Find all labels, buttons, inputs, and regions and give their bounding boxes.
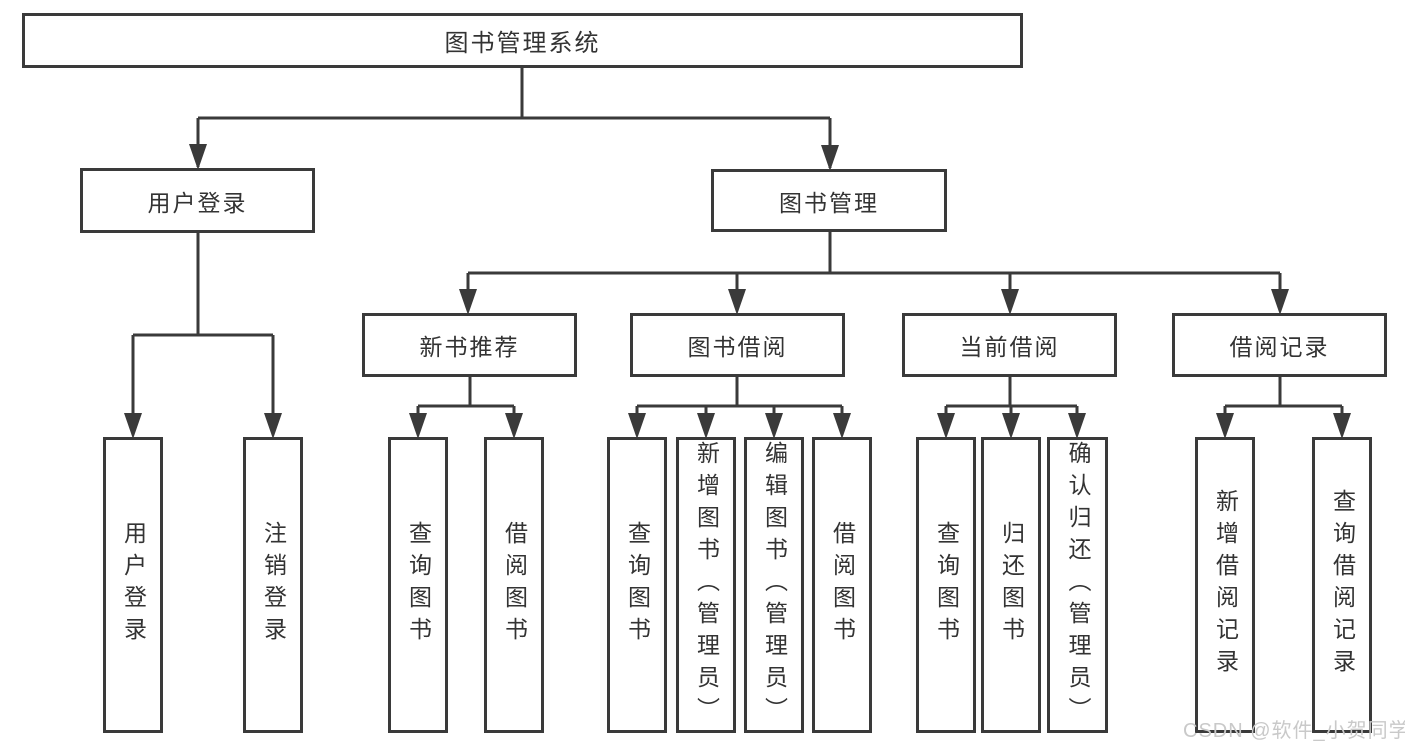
node-user-login-branch: 用户登录 (80, 168, 315, 233)
leaf-borrow-book: 借阅图书 (812, 437, 872, 733)
leaf-borrow-book-recommend: 借阅图书 (484, 437, 544, 733)
leaf-query-borrow-record: 查询借阅记录 (1312, 437, 1372, 733)
leaf-add-borrow-record: 新增借阅记录 (1195, 437, 1255, 733)
leaf-query-book-borrow: 查询图书 (607, 437, 667, 733)
node-book-borrow: 图书借阅 (630, 313, 845, 377)
leaf-label: 用户登录 (120, 521, 147, 649)
leaf-confirm-return-admin: 确认归还（管理员） (1047, 437, 1108, 733)
leaf-query-book-recommend: 查询图书 (388, 437, 448, 733)
leaf-label: 查询借阅记录 (1329, 489, 1356, 681)
node-current-borrow: 当前借阅 (902, 313, 1117, 377)
leaf-label: 借阅图书 (829, 521, 856, 649)
leaf-edit-book-admin: 编辑图书（管理员） (744, 437, 804, 733)
leaf-query-book-current: 查询图书 (916, 437, 976, 733)
leaf-label: 查询图书 (405, 521, 432, 649)
node-root-system: 图书管理系统 (22, 13, 1023, 68)
leaf-return-book: 归还图书 (981, 437, 1041, 733)
csdn-watermark: CSDN @软件_小贺同学 (1183, 720, 1405, 742)
node-book-management-branch: 图书管理 (711, 169, 947, 232)
leaf-label: 查询图书 (624, 521, 651, 649)
leaf-label: 借阅图书 (501, 521, 528, 649)
leaf-label: 新增图书（管理员） (693, 441, 720, 729)
leaf-label: 确认归还（管理员） (1065, 441, 1091, 729)
leaf-label: 归还图书 (998, 521, 1025, 649)
node-borrow-records: 借阅记录 (1172, 313, 1387, 377)
arrowheads (124, 144, 1351, 439)
leaf-label: 注销登录 (260, 521, 287, 649)
leaf-add-book-admin: 新增图书（管理员） (676, 437, 736, 733)
node-new-book-recommend: 新书推荐 (362, 313, 577, 377)
leaf-label: 编辑图书（管理员） (761, 441, 788, 729)
leaf-label: 查询图书 (933, 521, 960, 649)
leaf-logout: 注销登录 (243, 437, 303, 733)
leaf-label: 新增借阅记录 (1212, 489, 1239, 681)
leaf-user-login: 用户登录 (103, 437, 163, 733)
